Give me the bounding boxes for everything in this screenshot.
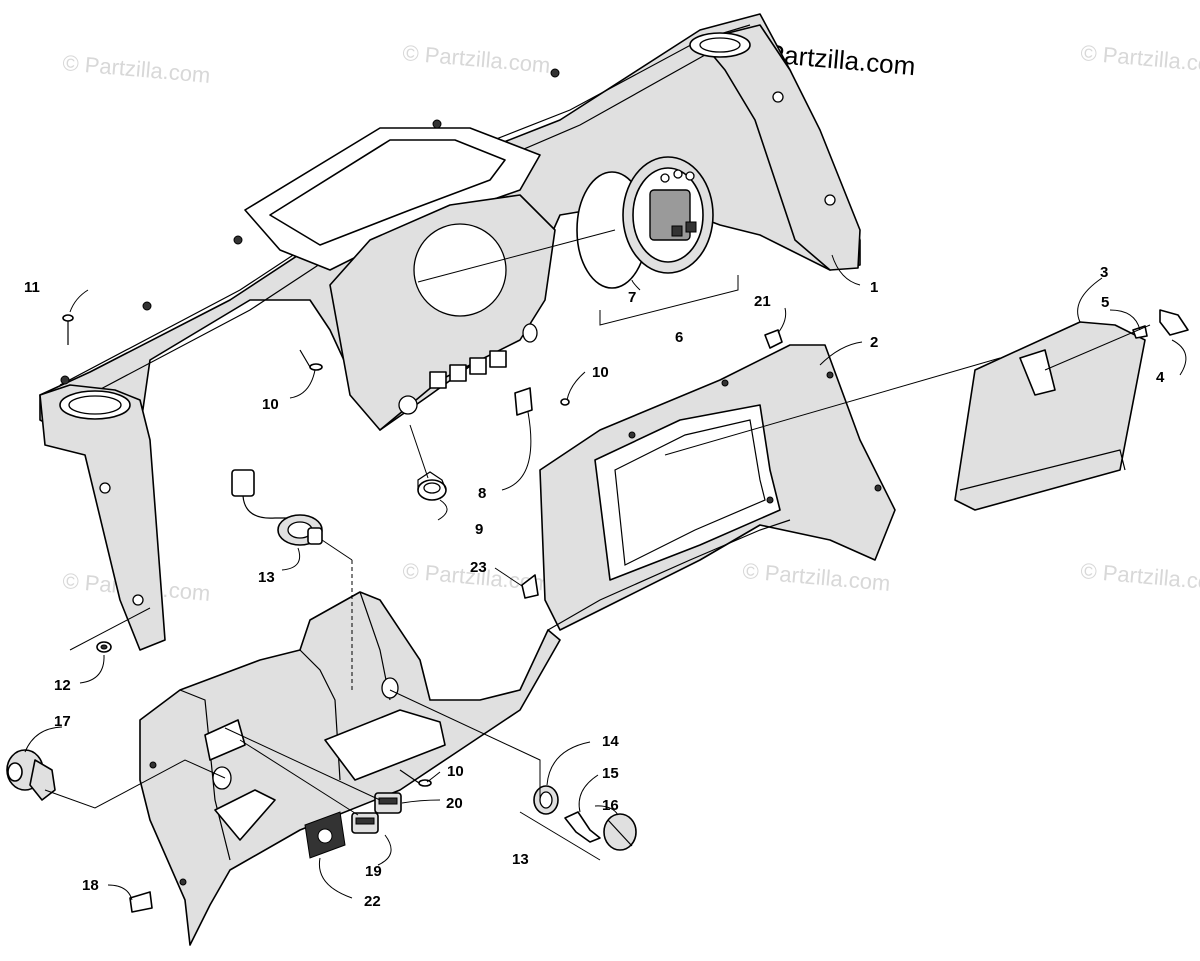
callout-4: 4: [1156, 369, 1165, 386]
clip-part: [129, 891, 153, 913]
accessory-plug-part: [231, 469, 323, 546]
nut-part: [96, 641, 112, 653]
upper-dashboard-part: [39, 13, 861, 651]
callout-3: 3: [1100, 264, 1108, 281]
clip-part: [521, 574, 539, 599]
screw-part: [299, 349, 323, 371]
glove-box-panel-part: [539, 344, 896, 631]
callout-22: 22: [364, 893, 381, 910]
callout-19: 19: [365, 863, 382, 880]
callout-13: 13: [512, 851, 529, 868]
callout-9: 9: [475, 521, 483, 538]
callout-16: 16: [602, 797, 619, 814]
watermark: © Partzilla.com: [1080, 40, 1200, 78]
gauge-assembly: [417, 156, 739, 326]
watermark: © Partzilla.com: [1080, 558, 1200, 596]
watermark: © Partzilla.com: [62, 50, 212, 88]
switch-bank: [429, 350, 507, 389]
clip-part: [764, 329, 783, 349]
power-socket-part: [417, 471, 447, 501]
screw-part: [560, 398, 570, 406]
callout-17: 17: [54, 713, 71, 730]
callout-14: 14: [602, 733, 619, 750]
callout-7: 7: [628, 289, 636, 306]
callout-23: 23: [470, 559, 487, 576]
callout-6: 6: [675, 329, 683, 346]
callout-12: 12: [54, 677, 71, 694]
fastener-part: [1132, 325, 1148, 339]
callout-15: 15: [602, 765, 619, 782]
switch-plate-part: [304, 811, 346, 859]
callout-1: 1: [870, 279, 878, 296]
callout-5: 5: [1101, 294, 1109, 311]
watermark: © Partzilla.com: [402, 40, 552, 78]
ignition-switch-part: [6, 749, 56, 801]
glove-box-door-part: [954, 321, 1146, 511]
callout-10: 10: [592, 364, 609, 381]
callout-8: 8: [478, 485, 486, 502]
rocker-switch-part: [351, 812, 379, 834]
watermark: © Partzilla.com: [742, 558, 892, 596]
callout-labels: 1 2 3 4 5 6 7 8 9 10 10 10 11 12 13 13 1…: [24, 264, 1165, 910]
callout-20: 20: [446, 795, 463, 812]
callout-21: 21: [754, 293, 771, 310]
callout-10: 10: [262, 396, 279, 413]
key-part: [564, 811, 601, 843]
latch-part: [1159, 309, 1189, 336]
leader-lines: [24, 254, 1187, 901]
callout-18: 18: [82, 877, 99, 894]
screw-part: [399, 769, 432, 787]
screw-part: [62, 314, 74, 345]
callout-13: 13: [258, 569, 275, 586]
callout-2: 2: [870, 334, 878, 351]
bezel-part: [533, 785, 559, 815]
lower-left-panel-part: [139, 591, 561, 946]
rocker-switch-part: [374, 792, 402, 814]
callout-11: 11: [24, 279, 40, 296]
callout-10: 10: [447, 763, 464, 780]
switch-blank-part: [514, 387, 533, 416]
knob-part: [603, 813, 637, 851]
